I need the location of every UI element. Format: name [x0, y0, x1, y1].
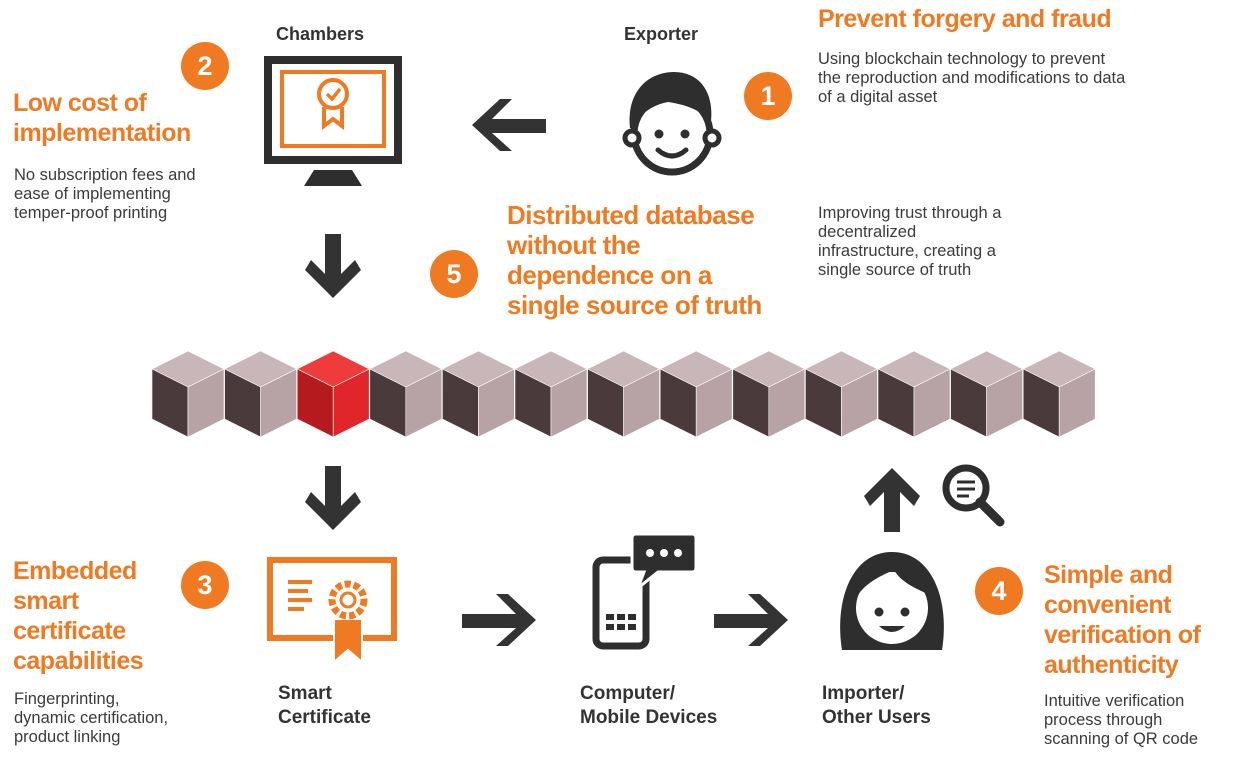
arrow-right-icon — [462, 594, 536, 646]
arrow-up-icon — [864, 468, 920, 532]
benefit-5-title: Distributed database without the depende… — [507, 200, 762, 320]
smart-certificate-label: Smart Certificate — [278, 683, 371, 728]
benefit-4-desc: Intuitive verification process through s… — [1044, 692, 1199, 748]
chambers-label: Chambers — [276, 24, 365, 44]
benefit-3-desc: Fingerprinting, dynamic certification, p… — [14, 690, 169, 746]
block — [514, 350, 588, 438]
benefit-5-desc: Improving trust through a decentralized … — [818, 204, 1002, 279]
benefit-2-title: Low cost of implementation — [13, 89, 191, 147]
badge-5: 5 — [430, 250, 478, 298]
benefit-1-desc: Using blockchain technology to prevent t… — [818, 50, 1126, 106]
badge-4: 4 — [975, 567, 1023, 615]
arrow-right-icon — [714, 594, 788, 646]
magnifier-icon — [942, 464, 1005, 527]
block — [223, 350, 298, 438]
phone-chat-icon — [592, 532, 698, 650]
certificate-icon — [267, 557, 397, 665]
importer-label: Importer/ Other Users — [822, 683, 931, 728]
devices-label: Computer/ Mobile Devices — [580, 683, 718, 728]
block — [659, 350, 733, 438]
benefit-1-title: Prevent forgery and fraud — [818, 5, 1112, 33]
highlighted-block — [296, 350, 370, 438]
block — [441, 350, 516, 438]
block — [151, 350, 225, 438]
badge-2: 2 — [181, 42, 229, 90]
block — [1022, 350, 1096, 438]
girl-face-icon — [840, 552, 944, 650]
block — [732, 350, 806, 438]
exporter-label: Exporter — [624, 24, 699, 44]
benefit-3-title: Embedded smart certificate capabilities — [13, 557, 144, 675]
badge-1: 1 — [744, 72, 792, 120]
benefit-4-title: Simple and convenient verification of au… — [1044, 561, 1201, 679]
arrow-down-icon — [305, 234, 361, 298]
badge-3: 3 — [181, 561, 229, 609]
block — [586, 350, 661, 438]
blockchain-row — [151, 350, 1096, 438]
boy-face-icon — [622, 72, 722, 176]
arrow-down-icon — [305, 466, 361, 530]
monitor-certificate-icon — [264, 56, 402, 186]
block — [877, 350, 951, 438]
block — [949, 350, 1024, 438]
benefit-2-desc: No subscription fees and ease of impleme… — [14, 166, 196, 222]
block — [369, 350, 443, 438]
arrow-left-icon — [472, 99, 546, 151]
block — [804, 350, 879, 438]
